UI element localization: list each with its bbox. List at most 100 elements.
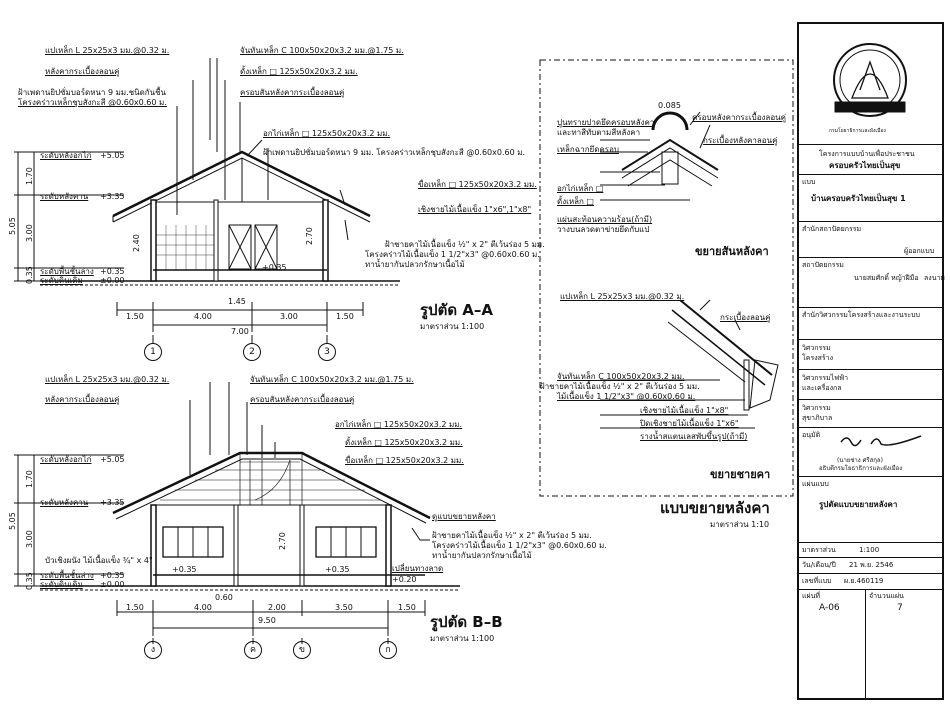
note: ไม้เนื้อแข็ง 1 1/2"x3" @0.60x0.60 ม. [557, 392, 696, 401]
note: เชิงชายไม้เนื้อแข็ง 1"x8" [640, 406, 729, 415]
date-value: 21 พ.ย. 2546 [849, 561, 894, 569]
level-value: +0.35 [100, 267, 125, 276]
details-title: แบบขยายหลังคา [660, 499, 770, 517]
note: ดั้งเหล็ก □ [557, 197, 594, 206]
approve-label: อนุมัติ [802, 431, 821, 439]
note: หลังคากระเบื้องลอนคู่ [45, 67, 120, 76]
note: ดั้งเหล็ก □ 125x50x20x3.2 มม. [345, 438, 463, 447]
level-label: ระดับพื้นชั้นล่าง [40, 571, 94, 580]
eng-row: โครงสร้าง [802, 354, 834, 362]
dim: 7.00 [231, 327, 249, 336]
level-label: ระดับหลังอกไก่ [40, 455, 92, 464]
note: ครอบสันหลังคากระเบื้องลอนคู่ [250, 395, 355, 404]
dim: 5.05 [8, 217, 17, 235]
title-block: กรมโยธาธิการและผังเมือง โครงการแบบบ้านเพ… [797, 22, 946, 700]
designer-label: ผู้ออกแบบ [904, 247, 935, 255]
level-label: ระดับหลังอกไก่ [40, 151, 92, 160]
level-label: ระดับหลังคาน [40, 498, 89, 507]
sheet-label: แผ่นแบบ [802, 480, 829, 488]
page-value: A-06 [819, 603, 840, 613]
note: แปเหล็ก L 25x25x3 มม.@0.32 ม. [45, 375, 170, 384]
sheet-name: รูปตัดแบบขยายหลังคา [819, 500, 898, 509]
note: เชิงชายไม้เนื้อแข็ง 1"x6",1"x8" [418, 205, 532, 214]
scale-value: 1:100 [859, 546, 880, 554]
note: รางน้ำสแตนเลสพับขึ้นรูป(ถ้ามี) [640, 432, 748, 441]
note: จันทันเหล็ก C 100x50x20x3.2 มม.@1.75 ม. [240, 46, 404, 55]
dim: 3.00 [25, 530, 34, 548]
dim: 0.35 [25, 572, 34, 590]
dim: 0.35 [25, 266, 34, 284]
dim: +0.20 [392, 575, 417, 584]
sign-label: ลงนาม [924, 274, 946, 282]
details-scale: มาตราส่วน 1:10 [710, 520, 770, 529]
level-value: ±0.00 [100, 276, 125, 285]
note: ดูแบบขยายหลังคา [432, 512, 496, 521]
note: จันทันเหล็ก C 100x50x20x3.2 มม. [557, 372, 685, 381]
dim: 2.40 [132, 234, 141, 252]
section-b-drawing [14, 382, 460, 644]
eng-row: วิศวกรรมไฟฟ้า [802, 374, 849, 382]
level-value: +3.35 [100, 498, 125, 507]
note: 0.085 [658, 101, 681, 110]
note: กระเบื้องลอนคู่ [720, 313, 771, 322]
number-value: ผ.ย.460119 [844, 577, 884, 585]
note: บัวเชิงผนัง ไม้เนื้อแข็ง ¾" x 4" [45, 556, 153, 565]
plan-name: บ้านครอบครัวไทยเป็นสุข 1 [811, 194, 906, 203]
section-scale: มาตราส่วน 1:100 [430, 634, 495, 643]
note: หลังคากระเบื้องลอนคู่ [45, 395, 120, 404]
approver-title: อธิบดีกรมโยธาธิการและผังเมือง [819, 465, 903, 472]
note: ครอบหลังคากระเบื้องลอนคู่ [692, 113, 786, 122]
note: จันทันเหล็ก C 100x50x20x3.2 มม.@1.75 ม. [250, 375, 414, 384]
note: โครงคร่าวไม้เนื้อแข็ง 1 1/2"x3" @0.60x0.… [365, 250, 540, 259]
dim: 1.70 [25, 470, 34, 488]
note: โครงคร่าวไม้เนื้อแข็ง 1 1/2"x3" @0.60x0.… [432, 541, 607, 550]
dim: +0.35 [172, 565, 197, 574]
level-value: +5.05 [100, 455, 125, 464]
dim: +0.35 [262, 263, 287, 272]
note: ฝ้าชายคาไม้เนื้อแข็ง ½" x 2" ตีเว้นร่อง … [385, 240, 545, 249]
grid-marker: ง [144, 641, 162, 659]
eng-row: และเครื่องกล [802, 384, 842, 392]
note: เหล็กฉากยึดครอบ [557, 145, 619, 154]
date-label: วัน/เดือน/ปี [802, 561, 836, 569]
grid-marker: 1 [144, 343, 162, 361]
dim: 1.50 [126, 312, 144, 321]
plan-label: แบบ [802, 178, 816, 186]
detail-title: ขยายชายคา [710, 468, 771, 481]
section-a-drawing [14, 58, 400, 343]
dim: 5.05 [8, 512, 17, 530]
level-label: ระดับหลังคาน [40, 192, 89, 201]
dim: 2.70 [305, 227, 314, 245]
dim: 2.70 [278, 532, 287, 550]
approver-name: (นายช่าง ศรีสกุล) [837, 457, 883, 464]
note: ฝ้าชายคาไม้เนื้อแข็ง ½" x 2" ตีเว้นร่อง … [540, 382, 700, 391]
dim: 3.50 [335, 603, 353, 612]
note: ขื่อเหล็ก □ 125x50x20x3.2 มม. [345, 456, 464, 465]
note: ขื่อเหล็ก □ 125x50x20x3.2 มม. [418, 180, 537, 189]
signature [840, 435, 922, 447]
note: ครอบสันหลังคากระเบื้องลอนคู่ [240, 88, 345, 97]
dim: 1.70 [25, 167, 34, 185]
grid-marker: 3 [318, 343, 336, 361]
dim: 4.00 [194, 603, 212, 612]
grid-marker: ก [379, 641, 397, 659]
note: ปูนทรายปาดยึดครอบหลังคา [557, 118, 655, 127]
grid-marker: ค [244, 641, 262, 659]
dim: 2.00 [268, 603, 286, 612]
note: ทาน้ำยากันปลวกรักษาเนื้อไม้ [365, 260, 465, 269]
note: ทาน้ำยากันปลวกรักษาเนื้อไม้ [432, 551, 532, 560]
scale-label: มาตราส่วน [802, 546, 836, 554]
dim: 3.00 [280, 312, 298, 321]
dim: 1.50 [398, 603, 416, 612]
level-label: ระดับดินเดิม [40, 580, 83, 589]
eng-row: วิศวกรรม [802, 404, 831, 412]
eng-row: วิศวกรรม [802, 344, 831, 352]
note: ฝ้าชายคาไม้เนื้อแข็ง ½" x 2" ตีเว้นร่อง … [432, 531, 592, 540]
section-title: รูปตัด A–A [420, 301, 494, 319]
level-value: ±0.00 [100, 580, 125, 589]
note: อกไก่เหล็ก □ [557, 184, 604, 193]
section-title: รูปตัด B–B [430, 613, 503, 631]
note: ดั้งเหล็ก □ 125x50x20x3.2 มม. [240, 67, 358, 76]
dim: 1.45 [228, 297, 246, 306]
